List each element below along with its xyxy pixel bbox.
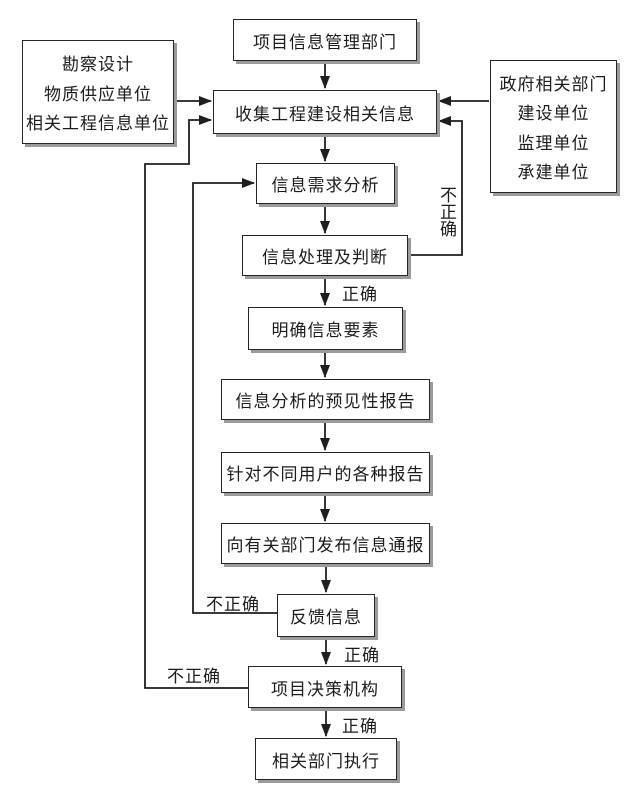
- node-process-judge: 信息处理及判断: [242, 235, 408, 276]
- edge-label-incorrect-decision-loop: 不正确: [167, 667, 221, 686]
- node-project-info-dept: 项目信息管理部门: [233, 19, 417, 61]
- node-label-line: 勘察设计: [62, 54, 134, 74]
- edge-label-correct-after-judge: 正确: [342, 285, 378, 304]
- node-label-line: 政府相关部门: [499, 74, 608, 94]
- node-label-line: 建设单位: [517, 104, 590, 124]
- node-label-line: 承建单位: [517, 163, 590, 183]
- node-label: 收集工程建设相关信息: [235, 104, 415, 124]
- node-label: 针对不同用户的各种报告: [226, 465, 425, 484]
- node-label: 信息分析的预见性报告: [235, 392, 416, 411]
- node-publish-notice: 向有关部门发布信息通报: [221, 523, 430, 564]
- node-label: 信息需求分析: [271, 176, 380, 195]
- edge-decision-incorrect-loop: [144, 115, 248, 689]
- node-feedback-info: 反馈信息: [277, 594, 375, 637]
- node-label: 相关部门执行: [272, 751, 380, 771]
- edge-label-correct-after-decision: 正确: [342, 717, 378, 736]
- node-label: 反馈信息: [290, 608, 362, 627]
- edge-judge-incorrect-loop: [410, 116, 463, 256]
- edge-label-incorrect-feedback-loop: 不正确: [206, 595, 260, 614]
- node-label: 项目决策机构: [271, 679, 379, 699]
- node-clarify-elements: 明确信息要素: [248, 307, 403, 350]
- node-label-line: 相关工程信息单位: [26, 114, 170, 134]
- node-predictive-report: 信息分析的预见性报告: [221, 379, 430, 420]
- node-label: 向有关部门发布信息通报: [226, 536, 425, 555]
- node-label-line: 物质供应单位: [44, 84, 152, 104]
- node-label: 明确信息要素: [271, 321, 380, 340]
- edge-label-incorrect-judge-loop: 不正确: [437, 186, 456, 237]
- node-label: 信息处理及判断: [262, 248, 388, 267]
- node-left-sources: 勘察设计 物质供应单位 相关工程信息单位: [22, 40, 174, 144]
- node-label-line: 监理单位: [517, 133, 590, 153]
- node-right-sources: 政府相关部门 建设单位 监理单位 承建单位: [490, 60, 617, 193]
- node-dept-execute: 相关部门执行: [255, 738, 397, 780]
- node-decision-body: 项目决策机构: [248, 666, 402, 708]
- edge-feedback-incorrect-loop: [192, 178, 277, 614]
- node-user-reports: 针对不同用户的各种报告: [221, 452, 430, 493]
- node-collect-info: 收集工程建设相关信息: [213, 90, 437, 134]
- node-label: 项目信息管理部门: [253, 32, 397, 52]
- node-demand-analysis: 信息需求分析: [256, 163, 395, 204]
- edge-label-correct-after-feedback: 正确: [344, 646, 380, 665]
